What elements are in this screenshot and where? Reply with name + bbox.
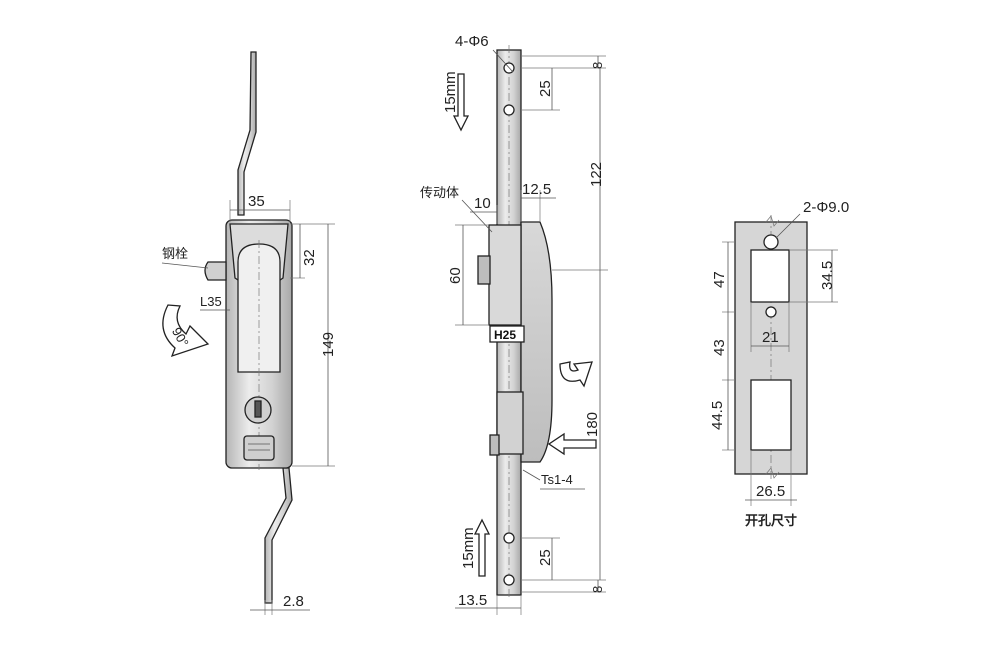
dim-34-5: 34.5 bbox=[819, 261, 836, 290]
dim-top-25: 25 bbox=[537, 80, 554, 97]
dim-43: 43 bbox=[711, 339, 728, 356]
lower-nut bbox=[489, 434, 500, 456]
rod-hole bbox=[503, 532, 515, 544]
left-view: 90° 35 32 149 钢栓 L35 2.8 bbox=[161, 51, 337, 615]
dim-10: 10 bbox=[474, 195, 491, 212]
upper-cutout bbox=[750, 249, 790, 303]
dim-180: 180 bbox=[584, 412, 601, 437]
dim-21: 21 bbox=[762, 329, 779, 346]
break-mark-bottom bbox=[765, 467, 780, 479]
dim-60: 60 bbox=[447, 267, 464, 284]
arrow-up-icon bbox=[473, 518, 491, 577]
transmission-body bbox=[488, 224, 522, 326]
dim-47: 47 bbox=[711, 271, 728, 288]
dim-top-8: 8 bbox=[590, 62, 605, 69]
dim-13-5: 13.5 bbox=[458, 592, 487, 609]
dim-l35: L35 bbox=[200, 294, 222, 309]
lower-cutout bbox=[750, 379, 792, 451]
key-slot bbox=[254, 400, 262, 418]
dim-26-5: 26.5 bbox=[756, 483, 785, 500]
lower-rod bbox=[264, 467, 293, 604]
arrow-left-icon bbox=[547, 432, 597, 456]
rod-hole bbox=[503, 574, 515, 586]
transmission-nut bbox=[477, 255, 491, 285]
dim-bottom-25: 25 bbox=[537, 549, 554, 566]
middle-view: H25 4-Φ6 8 25 122 180 25 8 13.5 bbox=[420, 33, 608, 615]
cutout-size-label: 开孔尺寸 bbox=[745, 513, 797, 529]
steel-bolt bbox=[204, 261, 227, 281]
dim-holes-2-phi9: 2-Φ9.0 bbox=[803, 199, 849, 216]
bottom-grip bbox=[243, 435, 275, 461]
lower-clamp bbox=[496, 391, 524, 455]
stroke-bottom-label: 15mm bbox=[460, 527, 477, 569]
mount-hole bbox=[763, 234, 779, 250]
dim-122: 122 bbox=[588, 162, 605, 187]
steel-bolt-label: 钢栓 bbox=[162, 247, 188, 262]
ts14-label: Ts1-4 bbox=[541, 472, 573, 487]
dim-rod-2-8: 2.8 bbox=[283, 593, 304, 610]
dim-height-149: 149 bbox=[320, 332, 337, 357]
dim-width-35: 35 bbox=[248, 193, 265, 210]
dim-bottom-8: 8 bbox=[590, 586, 605, 593]
dim-holes-4-phi6: 4-Φ6 bbox=[455, 33, 489, 50]
transmission-body-label: 传动体 bbox=[420, 186, 459, 201]
upper-rod bbox=[237, 51, 257, 216]
right-view: 2-Φ9.0 47 43 44.5 34.5 21 26.5 开孔尺寸 bbox=[709, 199, 849, 529]
dim-44-5: 44.5 bbox=[709, 401, 726, 430]
h25-box bbox=[489, 325, 525, 343]
rotation-arrow-icon bbox=[559, 361, 593, 388]
rotation-arrow-icon bbox=[162, 304, 210, 358]
break-mark-top bbox=[765, 215, 780, 227]
mount-hole bbox=[765, 306, 777, 318]
rod-hole bbox=[503, 104, 515, 116]
lock-body-side bbox=[520, 221, 553, 463]
dim-height-32: 32 bbox=[301, 249, 318, 266]
stroke-top-label: 15mm bbox=[442, 71, 459, 113]
arrow-down-icon bbox=[452, 73, 470, 132]
h25-label: H25 bbox=[494, 328, 516, 342]
dim-12-5: 12.5 bbox=[522, 181, 551, 198]
